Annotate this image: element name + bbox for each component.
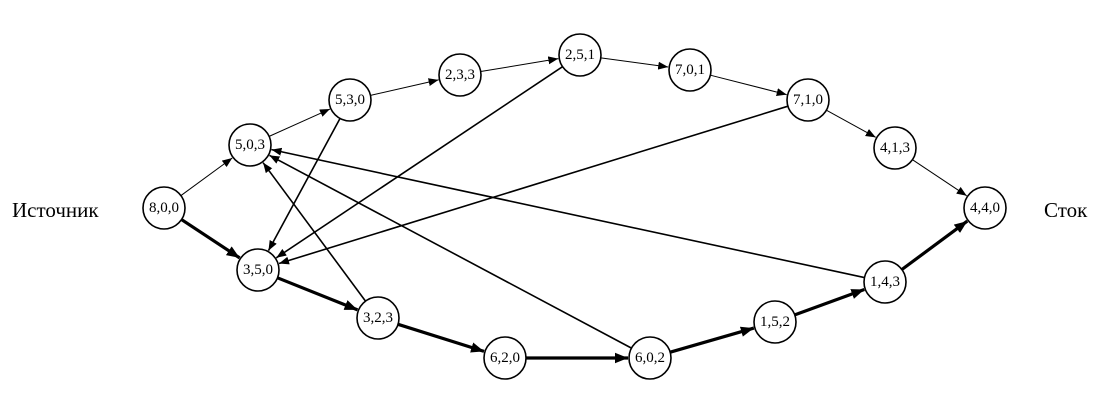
node-label: 5,3,0 xyxy=(335,92,365,108)
node-label: 6,2,0 xyxy=(490,350,520,366)
nodes: 8,0,0 5,0,3 5,3,0 2,3,3 2,5,1 7,0,1 7,1,0 4,1,3… xyxy=(142,33,1007,380)
state-node: 4,1,3 xyxy=(873,126,917,170)
edge-6,0,2-to-5,0,3 xyxy=(269,154,632,349)
node-circle xyxy=(668,48,712,92)
edge-6,0,2-to-1,5,2 xyxy=(669,326,755,354)
edge-4,1,3-to-4,4,0 xyxy=(912,159,967,197)
state-node: 1,4,3 xyxy=(863,260,907,304)
state-node: 2,3,3 xyxy=(438,53,482,97)
state-node: 1,5,2 xyxy=(753,300,797,344)
state-node: 5,3,0 xyxy=(328,78,372,122)
edge-7,0,1-to-7,1,0 xyxy=(710,74,787,96)
source-label: Источник xyxy=(12,198,99,222)
node-circle xyxy=(236,248,280,292)
edge-1,5,2-to-1,4,3 xyxy=(794,288,865,317)
state-node: 7,0,1 xyxy=(668,48,712,92)
node-circle xyxy=(628,336,672,380)
node-label: 2,3,3 xyxy=(445,67,475,83)
edge-2,5,1-to-3,5,0 xyxy=(275,65,563,259)
node-label: 2,5,1 xyxy=(565,47,595,63)
node-label: 1,4,3 xyxy=(870,274,900,290)
node-circle xyxy=(786,78,830,122)
edge-3,5,0-to-3,2,3 xyxy=(276,276,359,312)
node-label: 6,0,2 xyxy=(635,350,665,366)
edges xyxy=(180,56,969,364)
node-circle xyxy=(753,300,797,344)
node-label: 5,0,3 xyxy=(235,137,265,153)
state-node: 8,0,0 xyxy=(142,186,186,230)
state-node: 4,4,0 xyxy=(963,186,1007,230)
node-circle xyxy=(438,53,482,97)
node-label: 7,1,0 xyxy=(793,92,823,108)
node-label: 3,5,0 xyxy=(243,262,273,278)
edge-7,1,0-to-3,5,0 xyxy=(278,105,789,265)
node-circle xyxy=(142,186,186,230)
edge-3,2,3-to-5,0,3 xyxy=(262,162,367,302)
edge-8,0,0-to-5,0,3 xyxy=(180,157,233,196)
state-node: 7,1,0 xyxy=(786,78,830,122)
state-node: 6,2,0 xyxy=(483,336,527,380)
edge-7,1,0-to-4,1,3 xyxy=(826,109,876,138)
edge-1,4,3-to-5,0,3 xyxy=(271,147,865,279)
node-circle xyxy=(483,336,527,380)
node-label: 7,0,1 xyxy=(675,62,705,78)
edge-2,5,1-to-7,0,1 xyxy=(600,57,669,70)
node-label: 4,4,0 xyxy=(970,200,1000,216)
node-circle xyxy=(558,33,602,77)
state-node: 6,0,2 xyxy=(628,336,672,380)
edge-1,4,3-to-4,4,0 xyxy=(900,219,969,271)
edge-2,3,3-to-2,5,1 xyxy=(480,56,559,73)
edge-5,3,0-to-3,5,0 xyxy=(267,118,341,252)
node-circle xyxy=(328,78,372,122)
edge-8,0,0-to-3,5,0 xyxy=(180,218,241,260)
state-node: 3,2,3 xyxy=(356,296,400,340)
node-label: 4,1,3 xyxy=(880,140,910,156)
edge-3,2,3-to-6,2,0 xyxy=(397,322,485,353)
node-label: 8,0,0 xyxy=(149,200,179,216)
node-circle xyxy=(963,186,1007,230)
node-circle xyxy=(863,260,907,304)
node-circle xyxy=(873,126,917,170)
edge-5,3,0-to-2,3,3 xyxy=(370,78,439,96)
edge-5,0,3-to-5,3,0 xyxy=(268,108,331,137)
sink-label: Сток xyxy=(1044,198,1088,222)
state-node: 2,5,1 xyxy=(558,33,602,77)
node-circle xyxy=(228,123,272,167)
node-circle xyxy=(356,296,400,340)
state-node: 3,5,0 xyxy=(236,248,280,292)
state-node: 5,0,3 xyxy=(228,123,272,167)
node-label: 1,5,2 xyxy=(760,314,790,330)
node-label: 3,2,3 xyxy=(363,310,393,326)
